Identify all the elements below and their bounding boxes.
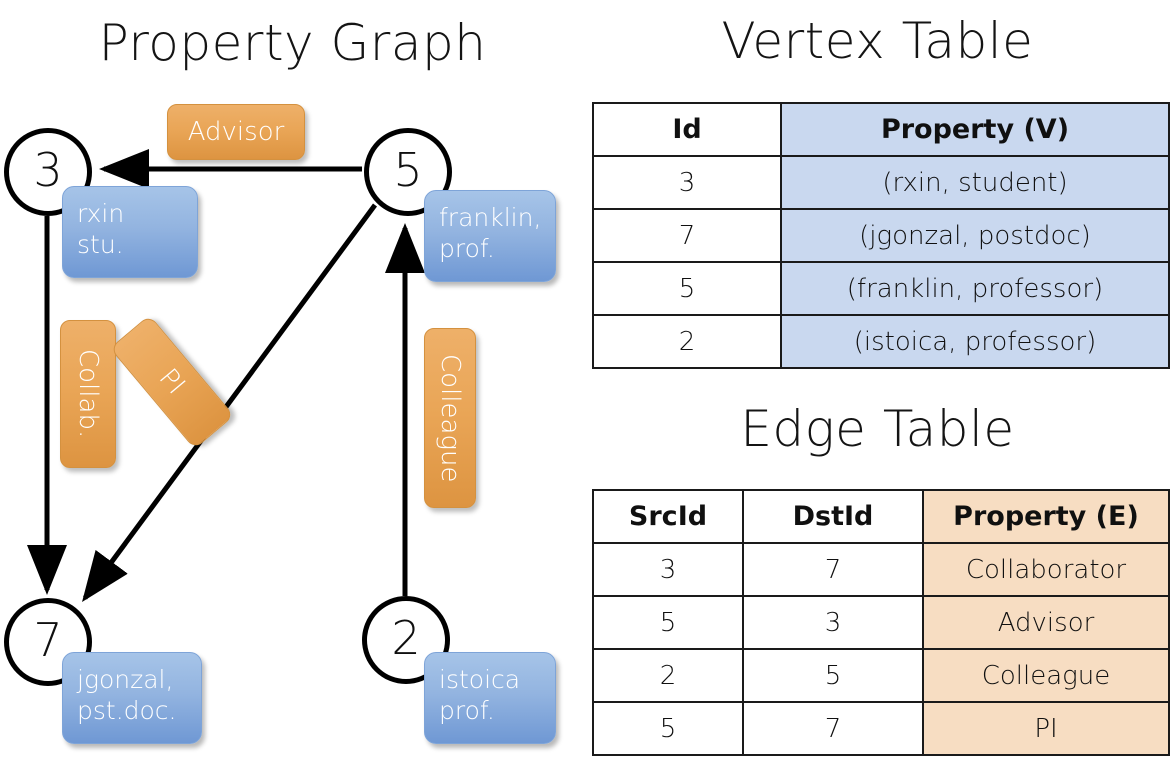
table-row: 5 3 Advisor [592,595,1170,650]
table-row: 3 7 Collaborator [592,542,1170,597]
vertex-cell-property: (jgonzal, postdoc) [780,208,1170,263]
node-property-3-line2: stu. [77,230,124,260]
page-title-vertex-table: Vertex Table [721,12,1034,70]
edge-cell-property: Colleague [922,648,1170,703]
vertex-cell-property: (rxin, student) [780,155,1170,210]
vertex-table: Id Property (V) 3 (rxin, student) 7 (jgo… [592,102,1170,369]
edge-table: SrcId DstId Property (E) 3 7 Collaborato… [592,489,1170,756]
edge-table-header-dstid: DstId [742,489,924,544]
table-row: 5 (franklin, professor) [592,261,1170,316]
node-property-5-line1: franklin, [439,203,542,232]
edge-table-header-srcid: SrcId [592,489,744,544]
node-property-callout-5: franklin, prof. [424,190,556,282]
graph-node-3-label: 3 [33,143,63,197]
table-row: 5 7 PI [592,701,1170,756]
vertex-cell-property: (franklin, professor) [780,261,1170,316]
node-property-2-line2: prof. [439,696,495,726]
edge-cell-srcid: 5 [592,701,744,756]
node-property-7-line2: pst.doc. [77,696,177,726]
node-property-callout-3: rxin stu. [62,186,198,278]
edge-cell-dstid: 3 [742,595,924,650]
edge-label-advisor: Advisor [167,104,305,160]
edge-cell-dstid: 7 [742,701,924,756]
edge-label-pi-text: PI [152,363,191,401]
edge-cell-property: Collaborator [922,542,1170,597]
edge-cell-property: Advisor [922,595,1170,650]
vertex-cell-property: (istoica, professor) [780,314,1170,369]
vertex-cell-id: 7 [592,208,782,263]
table-row: 2 (istoica, professor) [592,314,1170,369]
vertex-table-header-row: Id Property (V) [592,102,1170,157]
graph-node-5-label: 5 [393,143,423,197]
edge-table-header-row: SrcId DstId Property (E) [592,489,1170,544]
edge-cell-srcid: 3 [592,542,744,597]
edge-label-colleague-text: Colleague [435,353,465,483]
vertex-cell-id: 3 [592,155,782,210]
node-property-callout-2: istoica prof. [424,652,556,744]
edge-label-advisor-text: Advisor [187,117,285,147]
node-property-7-line1: jgonzal, [77,665,174,694]
graph-edges-svg [27,149,425,603]
edge-label-collab-text: Collab. [73,349,103,439]
vertex-cell-id: 5 [592,261,782,316]
table-row: 2 5 Colleague [592,648,1170,703]
node-property-2-line1: istoica [439,665,521,694]
node-property-3-line1: rxin [77,199,125,228]
vertex-table-header-id: Id [592,102,782,157]
graph-edge-5-7 [82,203,378,603]
edge-table-header-property: Property (E) [922,489,1170,544]
edge-cell-srcid: 2 [592,648,744,703]
graph-node-5[interactable]: 5 [364,128,452,216]
graph-node-7-label: 7 [33,613,63,667]
edge-label-collab: Collab. [60,320,116,468]
edge-label-colleague: Colleague [424,328,476,508]
property-graph-panel: 3 5 7 2 rxin stu. franklin, prof. jgonza… [4,104,556,744]
node-property-callout-7: jgonzal, pst.doc. [62,652,202,744]
edge-cell-property: PI [922,701,1170,756]
page-title-property-graph: Property Graph [98,14,487,72]
edge-cell-srcid: 5 [592,595,744,650]
table-row: 7 (jgonzal, postdoc) [592,208,1170,263]
graph-node-2-label: 2 [391,611,421,665]
graph-node-2[interactable]: 2 [362,596,450,684]
node-property-5-line2: prof. [439,234,495,264]
table-row: 3 (rxin, student) [592,155,1170,210]
page-title-edge-table: Edge Table [740,400,1015,458]
edge-cell-dstid: 7 [742,542,924,597]
vertex-cell-id: 2 [592,314,782,369]
vertex-table-header-property: Property (V) [780,102,1170,157]
edge-cell-dstid: 5 [742,648,924,703]
